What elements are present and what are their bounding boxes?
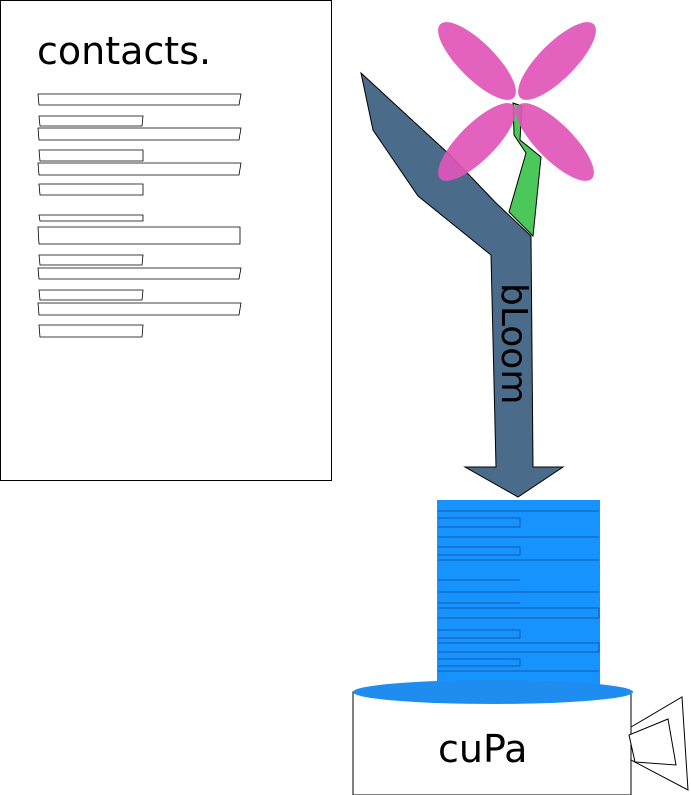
stack-line [438, 546, 521, 556]
stack-block [437, 500, 600, 692]
document-line [38, 324, 144, 338]
stack-line [438, 607, 600, 619]
flower-petal [516, 103, 594, 181]
arrow-label: bLoom [493, 283, 534, 404]
document-line [38, 254, 144, 266]
document-lines [37, 93, 242, 338]
document-line [38, 149, 144, 162]
stack-line [438, 517, 521, 528]
cup-handle-inner [628, 718, 677, 766]
document-title: contacts. [37, 29, 211, 73]
flower-petal [438, 103, 516, 181]
document-line [38, 214, 144, 222]
stack-lines [438, 510, 600, 672]
document-line [38, 289, 144, 301]
cup-label: cuPa [438, 727, 527, 771]
cup-rim [353, 680, 633, 704]
stack-line [438, 658, 521, 667]
stack-line [438, 642, 600, 653]
blue-stack [437, 500, 600, 692]
cup-handle [628, 696, 689, 791]
document-line [37, 93, 242, 106]
bloom-arrow [360, 71, 565, 498]
document-line [38, 183, 144, 196]
document-line [37, 127, 242, 141]
flower-petal [438, 22, 516, 100]
flower-petal [518, 22, 596, 100]
document-line [37, 267, 242, 280]
stack-line [438, 629, 521, 639]
document-line [37, 162, 242, 176]
flower [438, 22, 596, 181]
cup: cuPa [352, 680, 689, 795]
document-line [38, 115, 144, 127]
document-line [37, 226, 241, 245]
contacts-document: contacts. [0, 0, 332, 481]
document-line [37, 302, 242, 316]
